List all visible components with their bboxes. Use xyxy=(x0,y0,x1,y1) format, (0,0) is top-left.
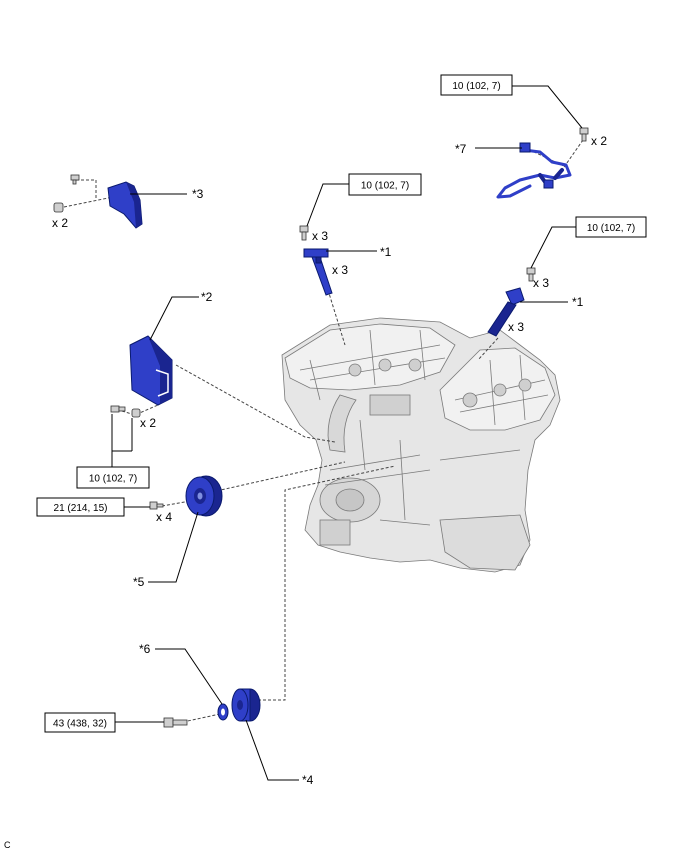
bolts xyxy=(53,127,589,728)
coil-left-body xyxy=(311,256,333,296)
bolt-pulley xyxy=(149,501,164,510)
engine-bolt-boss xyxy=(462,392,478,408)
leader-c2 xyxy=(149,296,199,341)
torque-label-fuel-rail: 10 (102, 7) xyxy=(440,74,513,96)
callout-3: *3 xyxy=(192,187,204,201)
engine-assembly xyxy=(281,317,561,573)
qty-coil-left-part: x 3 xyxy=(332,263,348,277)
leader-lines xyxy=(111,85,583,781)
dash-idler xyxy=(258,465,396,701)
qty-coil-right-part: x 3 xyxy=(508,320,524,334)
torque-text: 10 (102, 7) xyxy=(452,81,500,92)
engine-bolt-boss xyxy=(408,358,422,372)
dash-idler-bolt xyxy=(182,713,221,723)
engine-detail-lines xyxy=(299,329,549,526)
engine-mount xyxy=(319,519,351,546)
figure-code: C xyxy=(4,840,11,850)
leader-bracket2-torque xyxy=(111,414,133,467)
engine-bolt-boss xyxy=(378,358,392,372)
leader-fuel-rail-torque xyxy=(512,85,583,129)
torque-label-coil-left: 10 (102, 7) xyxy=(348,173,422,196)
leader-c6 xyxy=(155,648,223,705)
ignition-coil-right xyxy=(487,287,525,337)
cover-2 xyxy=(129,335,173,406)
crank-hub xyxy=(335,488,365,512)
washer-6 xyxy=(217,703,229,721)
callout-4: *4 xyxy=(302,773,314,787)
crank-pulley-5 xyxy=(185,475,223,517)
idler-pulley-4 xyxy=(231,688,261,722)
torque-label-coil-right: 10 (102, 7) xyxy=(575,216,647,238)
bolt-fuel-rail xyxy=(579,127,589,142)
bracket-3 xyxy=(107,181,143,229)
engine-bolt-boss xyxy=(518,378,532,392)
dash-pulley xyxy=(211,461,346,493)
engine-bolt-boss xyxy=(493,383,507,397)
bolt-bracket2-a xyxy=(110,405,126,413)
dash-coil-left xyxy=(327,289,346,346)
intake-pipe xyxy=(327,394,357,453)
fuel-tube-inner xyxy=(496,148,572,199)
leader-coil-right-torque xyxy=(530,226,576,269)
bracket-3-edge xyxy=(126,182,142,228)
cover-2-side xyxy=(148,336,172,404)
torque-label-bracket: 10 (102, 7) xyxy=(76,466,150,489)
torque-text: 10 (102, 7) xyxy=(361,181,409,192)
callout-1-right: *1 xyxy=(572,295,584,309)
callout-7: *7 xyxy=(455,142,467,156)
callout-1-left: *1 xyxy=(380,245,392,259)
bolt-idler xyxy=(163,717,188,728)
idler-hub xyxy=(237,700,243,710)
bolt-bracket3-top xyxy=(70,174,80,185)
fuel-tube-fitting xyxy=(543,179,554,189)
cover-2-highlight xyxy=(155,369,169,397)
engine-bolt-boss xyxy=(348,363,362,377)
bolt-coil-left xyxy=(299,225,309,241)
torque-text: 10 (102, 7) xyxy=(89,474,137,485)
bolt-bracket2-b xyxy=(131,408,141,418)
engine-bracket xyxy=(369,394,411,416)
dash-bracket3 xyxy=(63,179,129,208)
leader-coil-left-torque xyxy=(306,183,349,227)
torque-text: 10 (102, 7) xyxy=(587,223,635,234)
fuel-rail-tube xyxy=(496,142,572,199)
torque-text: 43 (438, 32) xyxy=(53,719,107,730)
callouts: *7 *3 *1 *1 *2 *5 *6 *4 xyxy=(133,142,584,787)
ignition-coil-left xyxy=(303,248,333,296)
qty-coil-right-bolt: x 3 xyxy=(533,276,549,290)
coil-left-head xyxy=(303,248,329,258)
torque-label-crank-pulley: 21 (214, 15) xyxy=(36,497,125,517)
torque-text: 21 (214, 15) xyxy=(54,503,108,514)
coil-right-body xyxy=(487,301,517,337)
washer-hole xyxy=(221,708,225,716)
leader-c4 xyxy=(245,719,299,781)
dash-bracket2 xyxy=(121,364,336,443)
qty-coil-left-bolt: x 3 xyxy=(312,229,328,243)
engine-head-left xyxy=(284,323,456,391)
quantities: x 2 x 2 x 3 x 3 x 3 x 3 x 2 x 4 xyxy=(52,134,607,524)
qty-pulley-bolt: x 4 xyxy=(156,510,172,524)
dash-pulley-bolt xyxy=(161,500,191,507)
coil-right-head xyxy=(505,287,525,306)
pulley-center xyxy=(197,492,203,500)
callout-2: *2 xyxy=(201,290,213,304)
callout-6: *6 xyxy=(139,642,151,656)
leader-c5 xyxy=(148,511,199,583)
coil-left-connector xyxy=(315,256,322,264)
qty-fuel-rail-bolt: x 2 xyxy=(591,134,607,148)
bolt-bracket3-nut xyxy=(53,202,64,213)
qty-bracket2-bolt: x 2 xyxy=(140,416,156,430)
oil-pan xyxy=(439,514,531,571)
callout-5: *5 xyxy=(133,575,145,589)
qty-bracket3-bolt: x 2 xyxy=(52,216,68,230)
torque-label-idler: 43 (438, 32) xyxy=(44,712,116,733)
